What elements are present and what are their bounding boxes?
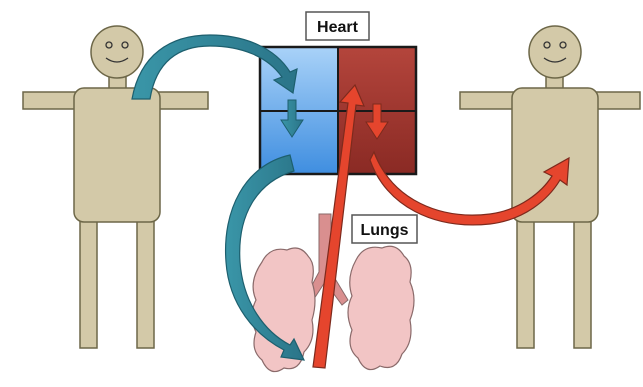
lungs-label-text: Lungs	[361, 222, 409, 239]
right-lung	[348, 246, 414, 369]
right-person-head	[529, 26, 581, 78]
left-person	[23, 26, 208, 348]
heart-label: Heart	[306, 12, 369, 40]
right-person-leg-right	[574, 214, 591, 348]
lungs-label: Lungs	[352, 215, 417, 243]
left-person-leg-right	[137, 214, 154, 348]
left-person-head	[91, 26, 143, 78]
right-person-leg-left	[517, 214, 534, 348]
left-person-torso	[74, 88, 160, 222]
left-person-leg-left	[80, 214, 97, 348]
heart-label-text: Heart	[317, 19, 359, 36]
